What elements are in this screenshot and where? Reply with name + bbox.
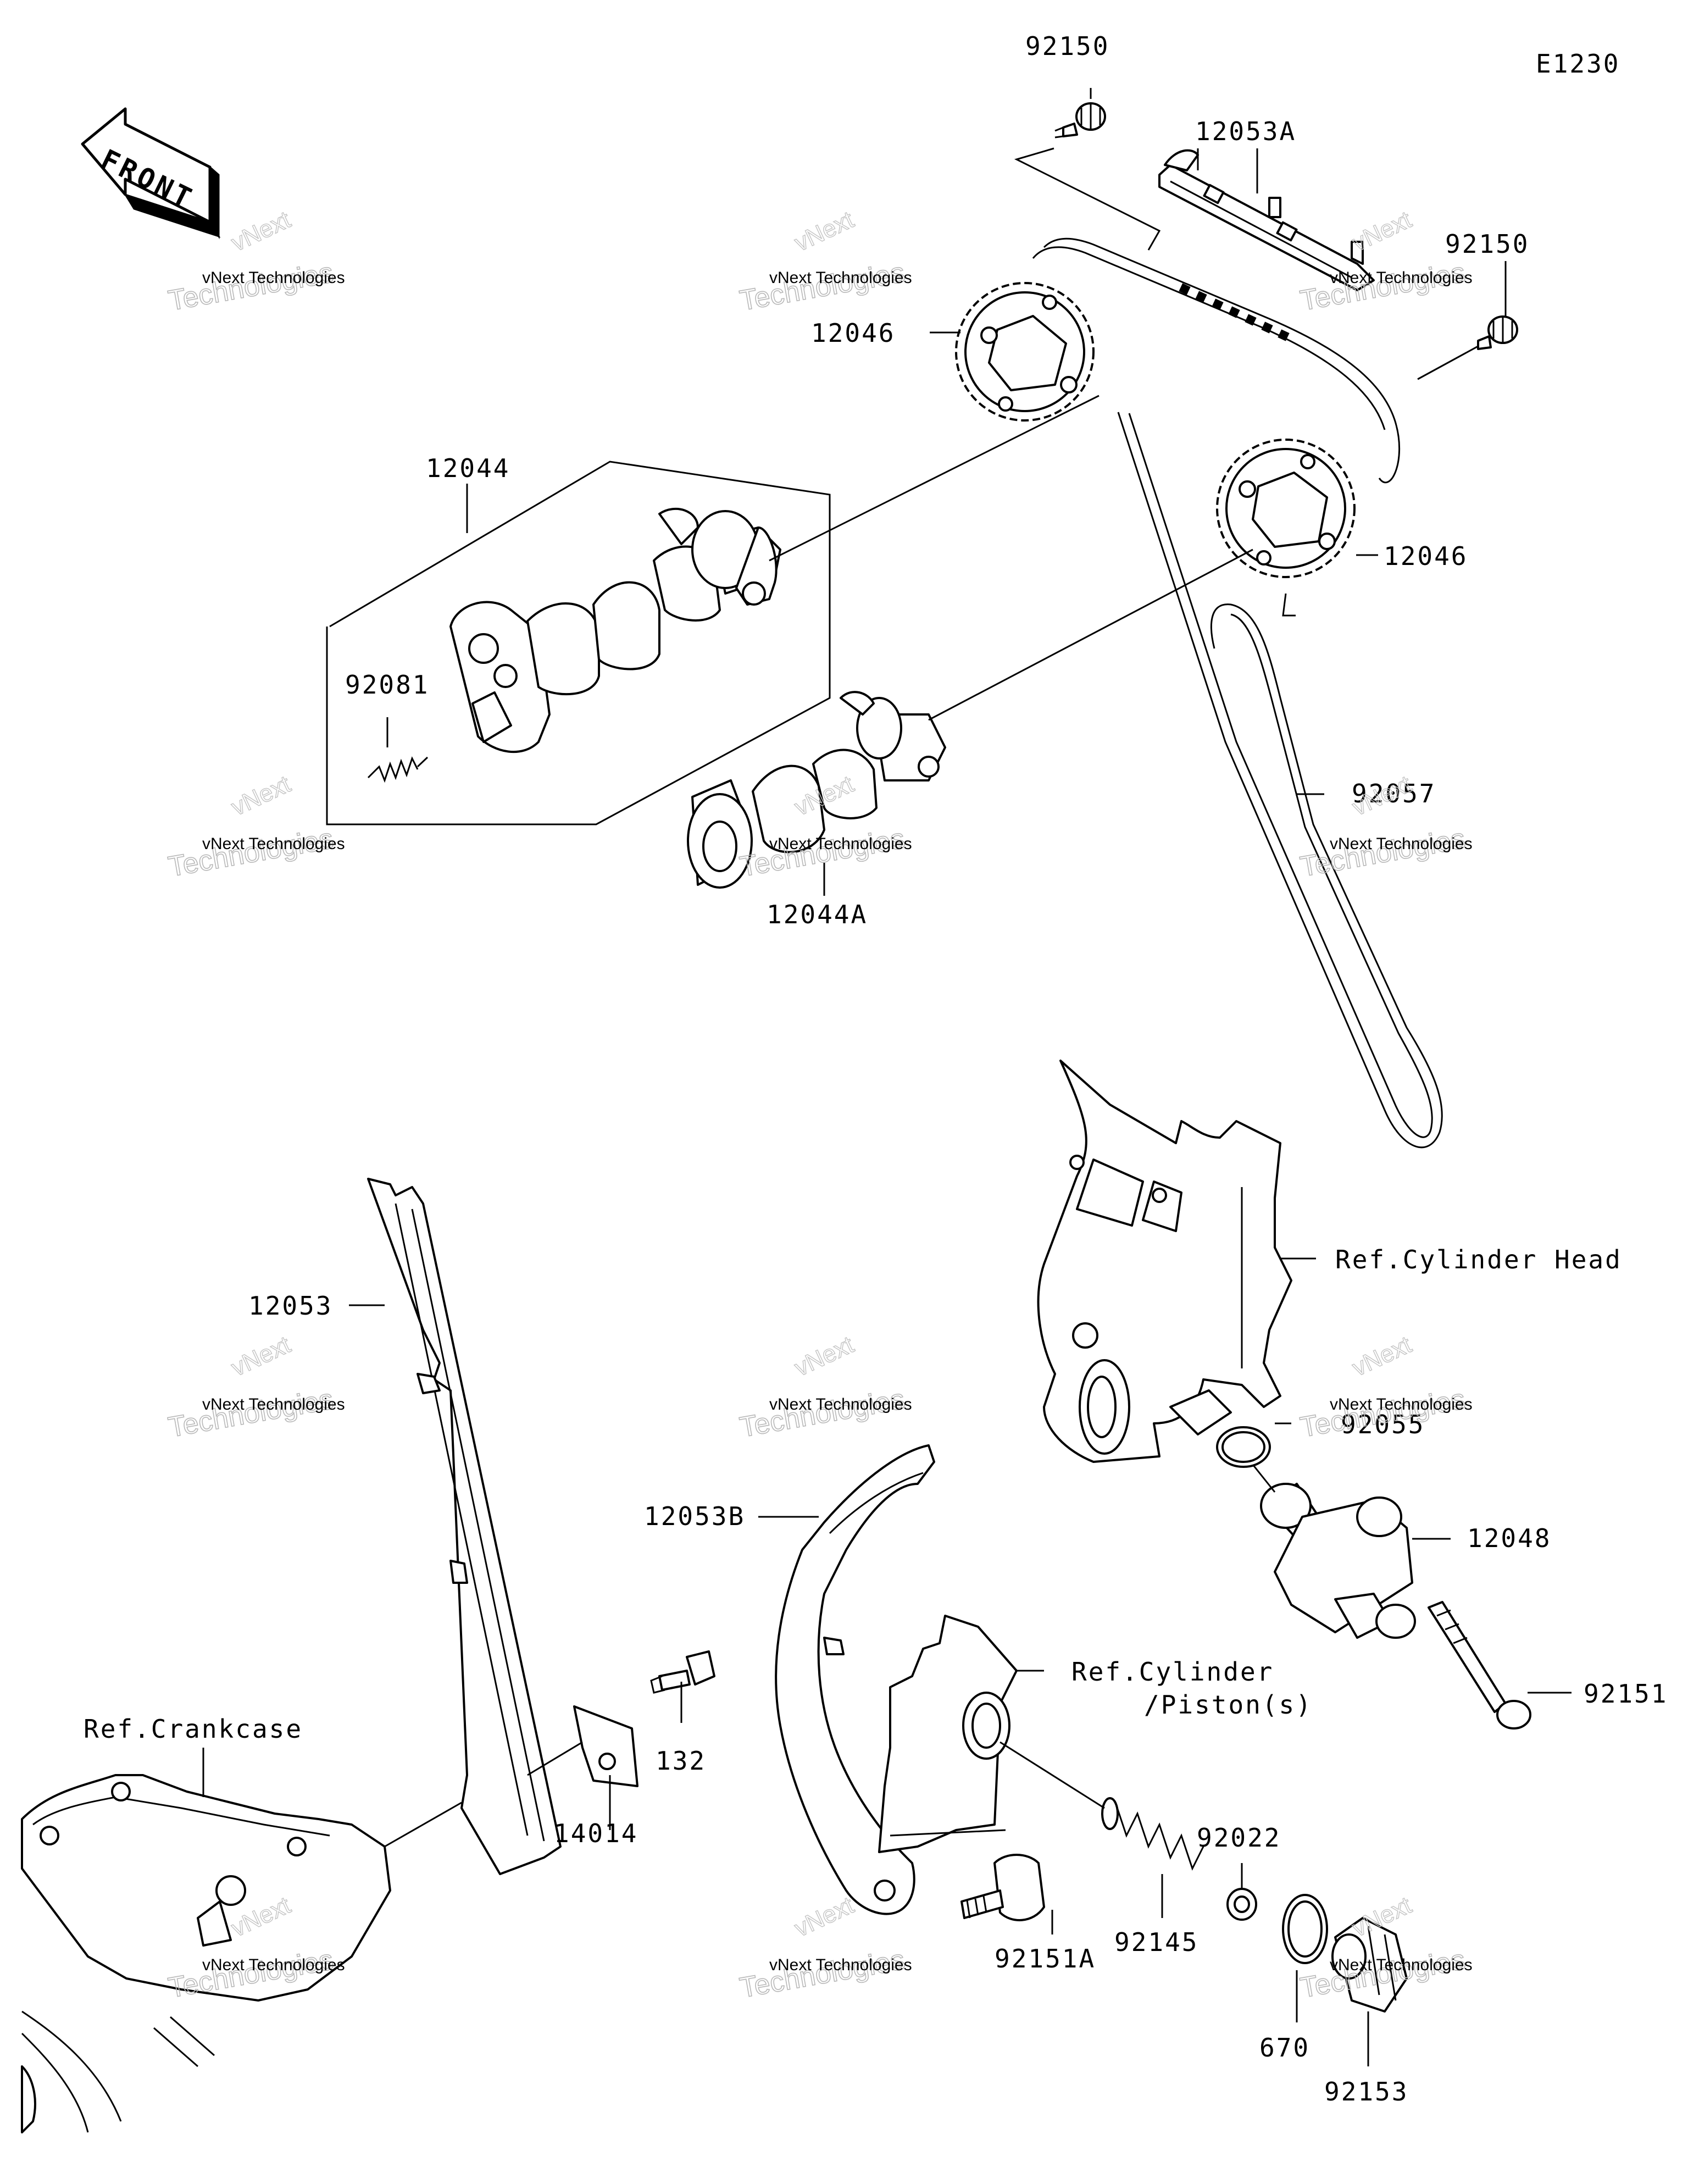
cylinder-piston-ref (878, 1615, 1018, 1853)
watermark-tilted: vNext (1348, 771, 1416, 821)
watermark-small: vNext Technologies (202, 269, 345, 287)
watermark-tilted: vNext (1348, 206, 1416, 257)
crankcase-ref (21, 1774, 391, 2133)
timing-chain-92057 (1032, 237, 1443, 1149)
chain-guide-12053 (367, 1178, 562, 1875)
label-12048: 12048 (1467, 1523, 1551, 1553)
label-92057: 92057 (1352, 779, 1436, 808)
cam-sprocket-12046-right (1216, 439, 1356, 578)
watermark-tilted: vNext (227, 771, 295, 821)
bolt-92150-top (1054, 102, 1106, 138)
label-92151: 92151 (1584, 1679, 1668, 1709)
o-ring-670 (1282, 1894, 1328, 1964)
watermark-tilted: vNext (791, 1892, 858, 1942)
diagram-code: E1230 (1536, 49, 1620, 79)
watermark-small: vNext Technologies (1330, 1956, 1473, 1974)
label-14014: 14014 (554, 1819, 638, 1848)
label-92153: 92153 (1324, 2077, 1408, 2107)
watermark-small: vNext Technologies (769, 835, 912, 853)
chain-tensioner-12048 (1260, 1483, 1416, 1639)
bolt-92150-right (1477, 315, 1518, 350)
label-ref-cylinder-piston-line1: Ref.Cylinder (1071, 1657, 1274, 1687)
watermark-small: vNext Technologies (769, 1956, 912, 1974)
label-12046-right: 12046 (1384, 541, 1468, 571)
watermark-small: vNext Technologies (202, 835, 345, 853)
cylinder-head-ref (1037, 1060, 1292, 1463)
label-12044A: 12044A (767, 900, 868, 929)
label-92150-right: 92150 (1445, 229, 1529, 259)
front-arrow-icon: FRONT (81, 107, 221, 240)
spring-92145 (1101, 1797, 1204, 1871)
leader-lines (202, 88, 1572, 2066)
label-12046-left: 12046 (811, 318, 895, 348)
label-92145: 92145 (1114, 1927, 1198, 1957)
plug-92153 (1331, 1917, 1408, 2013)
bolt-92151 (1428, 1601, 1531, 1730)
chain-guide-12053B (775, 1444, 935, 1915)
watermark-tilted: vNext (1348, 1331, 1416, 1382)
label-92150-top: 92150 (1025, 31, 1109, 61)
label-92022: 92022 (1197, 1823, 1281, 1853)
plate-14014 (573, 1705, 638, 1787)
watermark-small: vNext Technologies (1330, 835, 1473, 853)
camshaft-12044A (687, 691, 946, 889)
watermark-tilted: vNext (791, 206, 858, 257)
watermark-tilted: vNext (227, 1331, 295, 1382)
watermark-small: vNext Technologies (1330, 269, 1473, 287)
watermark-tilted: vNext (227, 206, 295, 257)
cam-sprocket-12046-left (955, 282, 1095, 422)
bolt-92151A (960, 1854, 1045, 1921)
watermark-tilted: vNext (791, 1331, 858, 1382)
label-132: 132 (656, 1746, 706, 1776)
o-ring-92055 (1216, 1426, 1271, 1468)
watermark-small: vNext Technologies (769, 1395, 912, 1413)
watermark-small: vNext Technologies (769, 269, 912, 287)
label-670: 670 (1259, 2033, 1310, 2063)
label-ref-crankcase: Ref.Crankcase (84, 1714, 303, 1744)
label-12053B: 12053B (644, 1501, 745, 1531)
washer-92022 (1226, 1888, 1257, 1921)
label-92151A: 92151A (995, 1944, 1096, 1974)
label-92055: 92055 (1341, 1410, 1425, 1439)
watermark-small: vNext Technologies (1330, 1395, 1473, 1413)
watermark-small: vNext Technologies (202, 1956, 345, 1974)
watermark-small: vNext Technologies (202, 1395, 345, 1413)
label-12053: 12053 (248, 1291, 332, 1321)
label-12053A: 12053A (1195, 117, 1296, 146)
label-12044: 12044 (426, 453, 510, 483)
spring-92081 (367, 756, 429, 783)
label-92081: 92081 (345, 670, 429, 700)
chain-guide-12053A (1158, 149, 1375, 291)
bolt-132 (650, 1650, 715, 1694)
camshaft-12044 (449, 508, 781, 753)
label-ref-cylinder-piston-line2: /Piston(s) (1144, 1690, 1313, 1720)
label-ref-cylinder-head: Ref.Cylinder Head (1335, 1245, 1622, 1274)
